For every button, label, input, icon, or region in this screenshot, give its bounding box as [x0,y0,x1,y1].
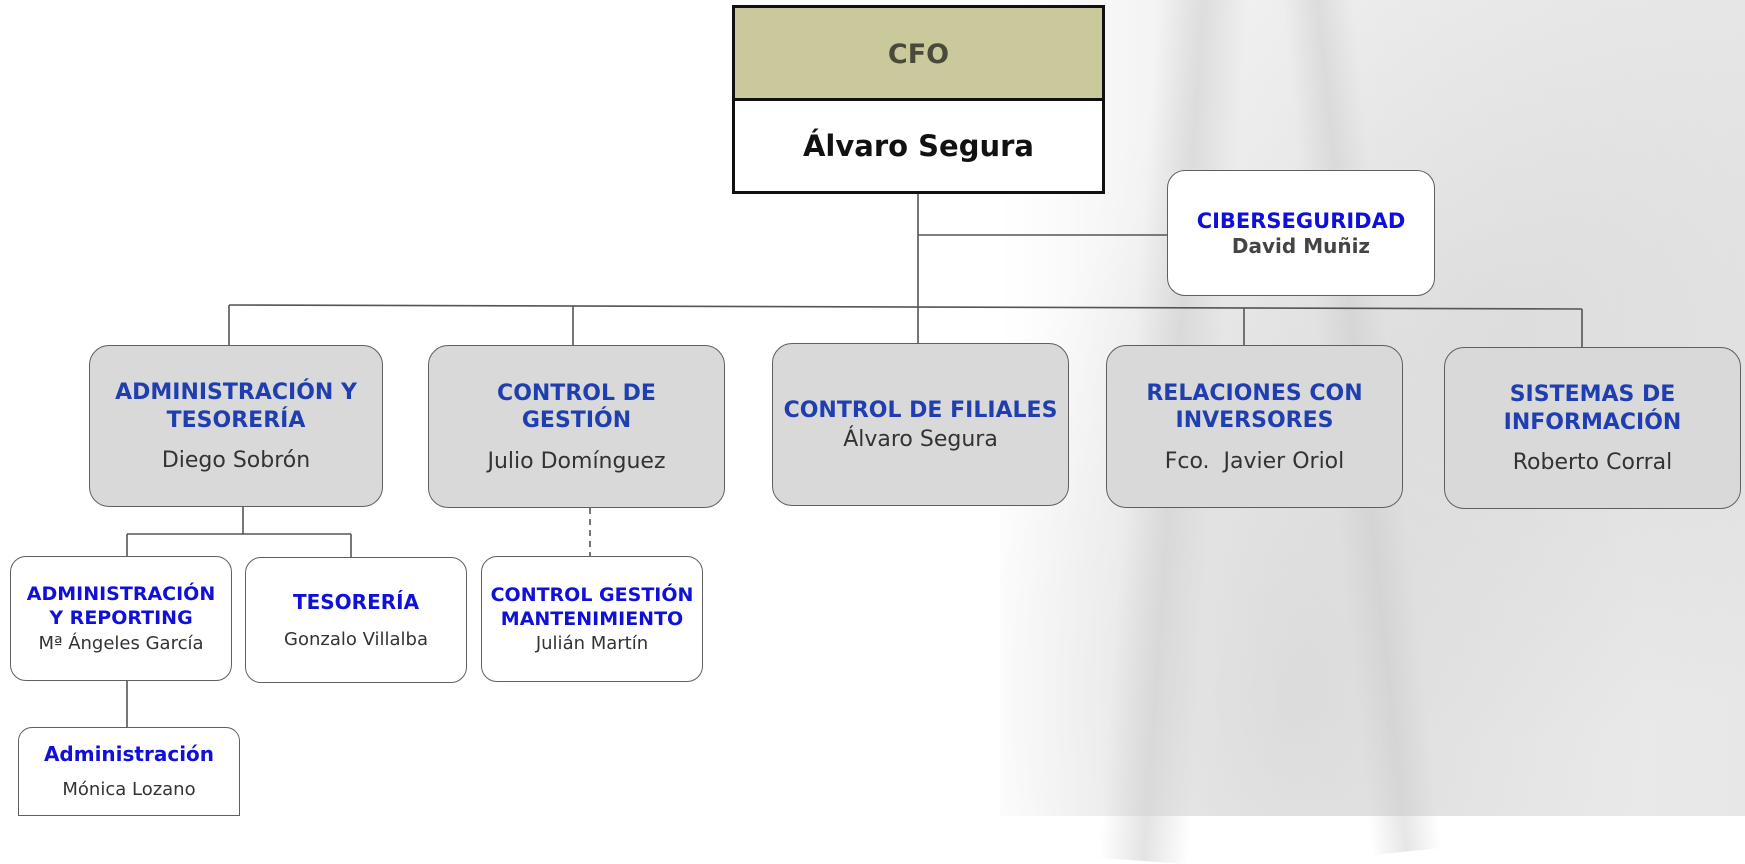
department-title: CONTROL DE FILIALES [783,398,1058,424]
cfo-name: Álvaro Segura [802,129,1034,163]
department-head-name: Diego Sobrón [161,448,311,473]
department-title: TESORERÍA [166,407,306,433]
ciberseguridad-name: David Muñiz [1231,234,1371,259]
subunit-title: CONTROL GESTIÓN [490,584,694,607]
department-head-name: Álvaro Segura [843,426,998,452]
ciberseguridad-title: CIBERSEGURIDAD [1196,208,1406,233]
department-title: ADMINISTRACIÓN Y [115,380,357,405]
department-title: CONTROL DE [497,380,656,406]
cfo-title-box: CFO [732,5,1105,101]
subunit-title: MANTENIMIENTO [500,608,684,630]
department-head-name: Fco. Javier Oriol [1164,448,1345,474]
department-head-name: Julio Domínguez [487,448,666,474]
subunit-administracion-reporting: ADMINISTRACIÓN Y REPORTING Mª Ángeles Ga… [10,556,232,681]
department-title: GESTIÓN [521,408,632,433]
subunit-head-name: Mª Ángeles García [38,632,204,654]
department-title: INFORMACIÓN [1503,409,1682,435]
department-title: SISTEMAS DE [1509,382,1676,407]
department-control-gestion: CONTROL DE GESTIÓN Julio Domínguez [428,345,725,508]
subunit-title: Y REPORTING [49,607,193,629]
subunit-head-name: Gonzalo Villalba [284,629,428,650]
subunit-tesoreria: TESORERÍA Gonzalo Villalba [245,557,467,683]
subunit-head-name: Julián Martín [535,632,649,654]
subunit-head-name: Mónica Lozano [62,779,196,800]
connector-lines [126,194,1583,727]
department-title: RELACIONES CON [1146,380,1363,406]
department-head-name: Roberto Corral [1512,450,1673,475]
department-control-filiales: CONTROL DE FILIALES Álvaro Segura [772,343,1069,506]
subunit-control-gestion-mantenimiento: CONTROL GESTIÓN MANTENIMIENTO Julián Mar… [481,556,703,682]
ciberseguridad-box: CIBERSEGURIDAD David Muñiz [1167,170,1435,296]
cfo-name-box: Álvaro Segura [732,98,1105,194]
subunit-administracion: Administración Mónica Lozano [18,727,240,816]
subunit-title: Administración [43,742,215,766]
department-administracion-tesoreria: ADMINISTRACIÓN Y TESORERÍA Diego Sobrón [89,345,383,507]
subunit-title: ADMINISTRACIÓN [26,583,216,606]
cfo-title: CFO [887,39,950,70]
department-title: INVERSORES [1175,408,1334,433]
connector-line [228,304,1583,310]
subunit-title: TESORERÍA [292,590,420,614]
department-sistemas-informacion: SISTEMAS DE INFORMACIÓN Roberto Corral [1444,347,1741,509]
department-relaciones-inversores: RELACIONES CON INVERSORES Fco. Javier Or… [1106,345,1403,508]
